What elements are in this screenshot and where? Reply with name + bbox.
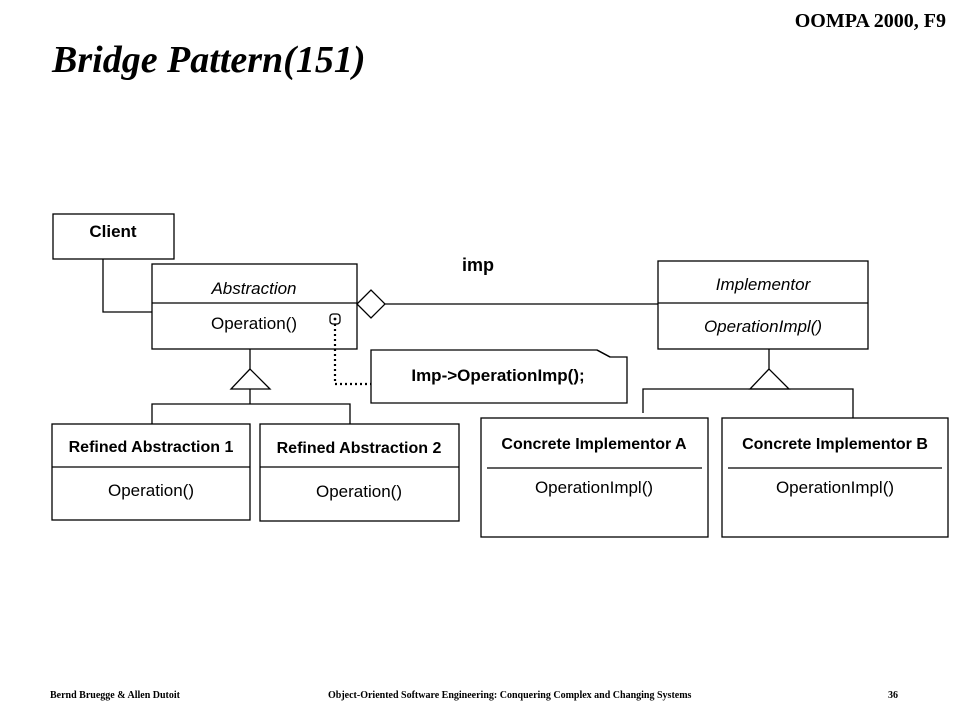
abstraction-inheritance-triangle [229,368,272,390]
footer-page-number: 36 [888,690,898,701]
implementor-generalization [642,349,854,418]
refined-abstraction-1-name: Refined Abstraction 1 [69,439,234,456]
aggregation-diamond [356,289,386,319]
footer-authors: Bernd Bruegge & Allen Dutoit [50,690,180,701]
concrete-implementor-a-name: Concrete Implementor A [501,436,687,453]
refined-abstraction-2-operation: Operation() [316,482,402,501]
concrete-implementor-b-class: Concrete Implementor B OperationImpl() [721,417,949,538]
implementor-class-name: Implementor [716,275,812,294]
concrete-implementor-b-operation: OperationImpl() [776,478,894,497]
concrete-implementor-b-name: Concrete Implementor B [742,436,928,453]
implementor-inheritance-triangle [748,368,791,390]
concrete-implementor-a-operation: OperationImpl() [535,478,653,497]
refined-abstraction-1-class: Refined Abstraction 1 Operation() [51,423,251,521]
client-abstraction-link [102,259,152,313]
abstraction-class-name: Abstraction [210,279,296,298]
implementor-class: Implementor OperationImpl() [657,260,869,350]
note-connector [333,324,371,386]
client-class-name: Client [89,222,137,241]
concrete-implementor-a-class: Concrete Implementor A OperationImpl() [480,417,709,538]
imp-label: imp [462,255,494,275]
refined-abstraction-2-class: Refined Abstraction 2 Operation() [259,423,460,522]
slide-title: Bridge Pattern(151) [52,39,366,81]
implementation-note: Imp->OperationImp(); [370,349,628,404]
implementor-operation: OperationImpl() [704,317,822,336]
abstraction-generalization [151,349,351,424]
client-class: Client [52,213,175,260]
note-text: Imp->OperationImp(); [411,366,584,385]
abstraction-class: Abstraction Operation() [151,263,358,350]
refined-abstraction-1-operation: Operation() [108,481,194,500]
refined-abstraction-2-name: Refined Abstraction 2 [277,440,442,457]
footer-book-title: Object-Oriented Software Engineering: Co… [328,690,692,701]
course-tag: OOMPA 2000, F9 [794,10,946,32]
abstraction-operation: Operation() [211,314,297,333]
imp-aggregation: imp [356,255,658,319]
